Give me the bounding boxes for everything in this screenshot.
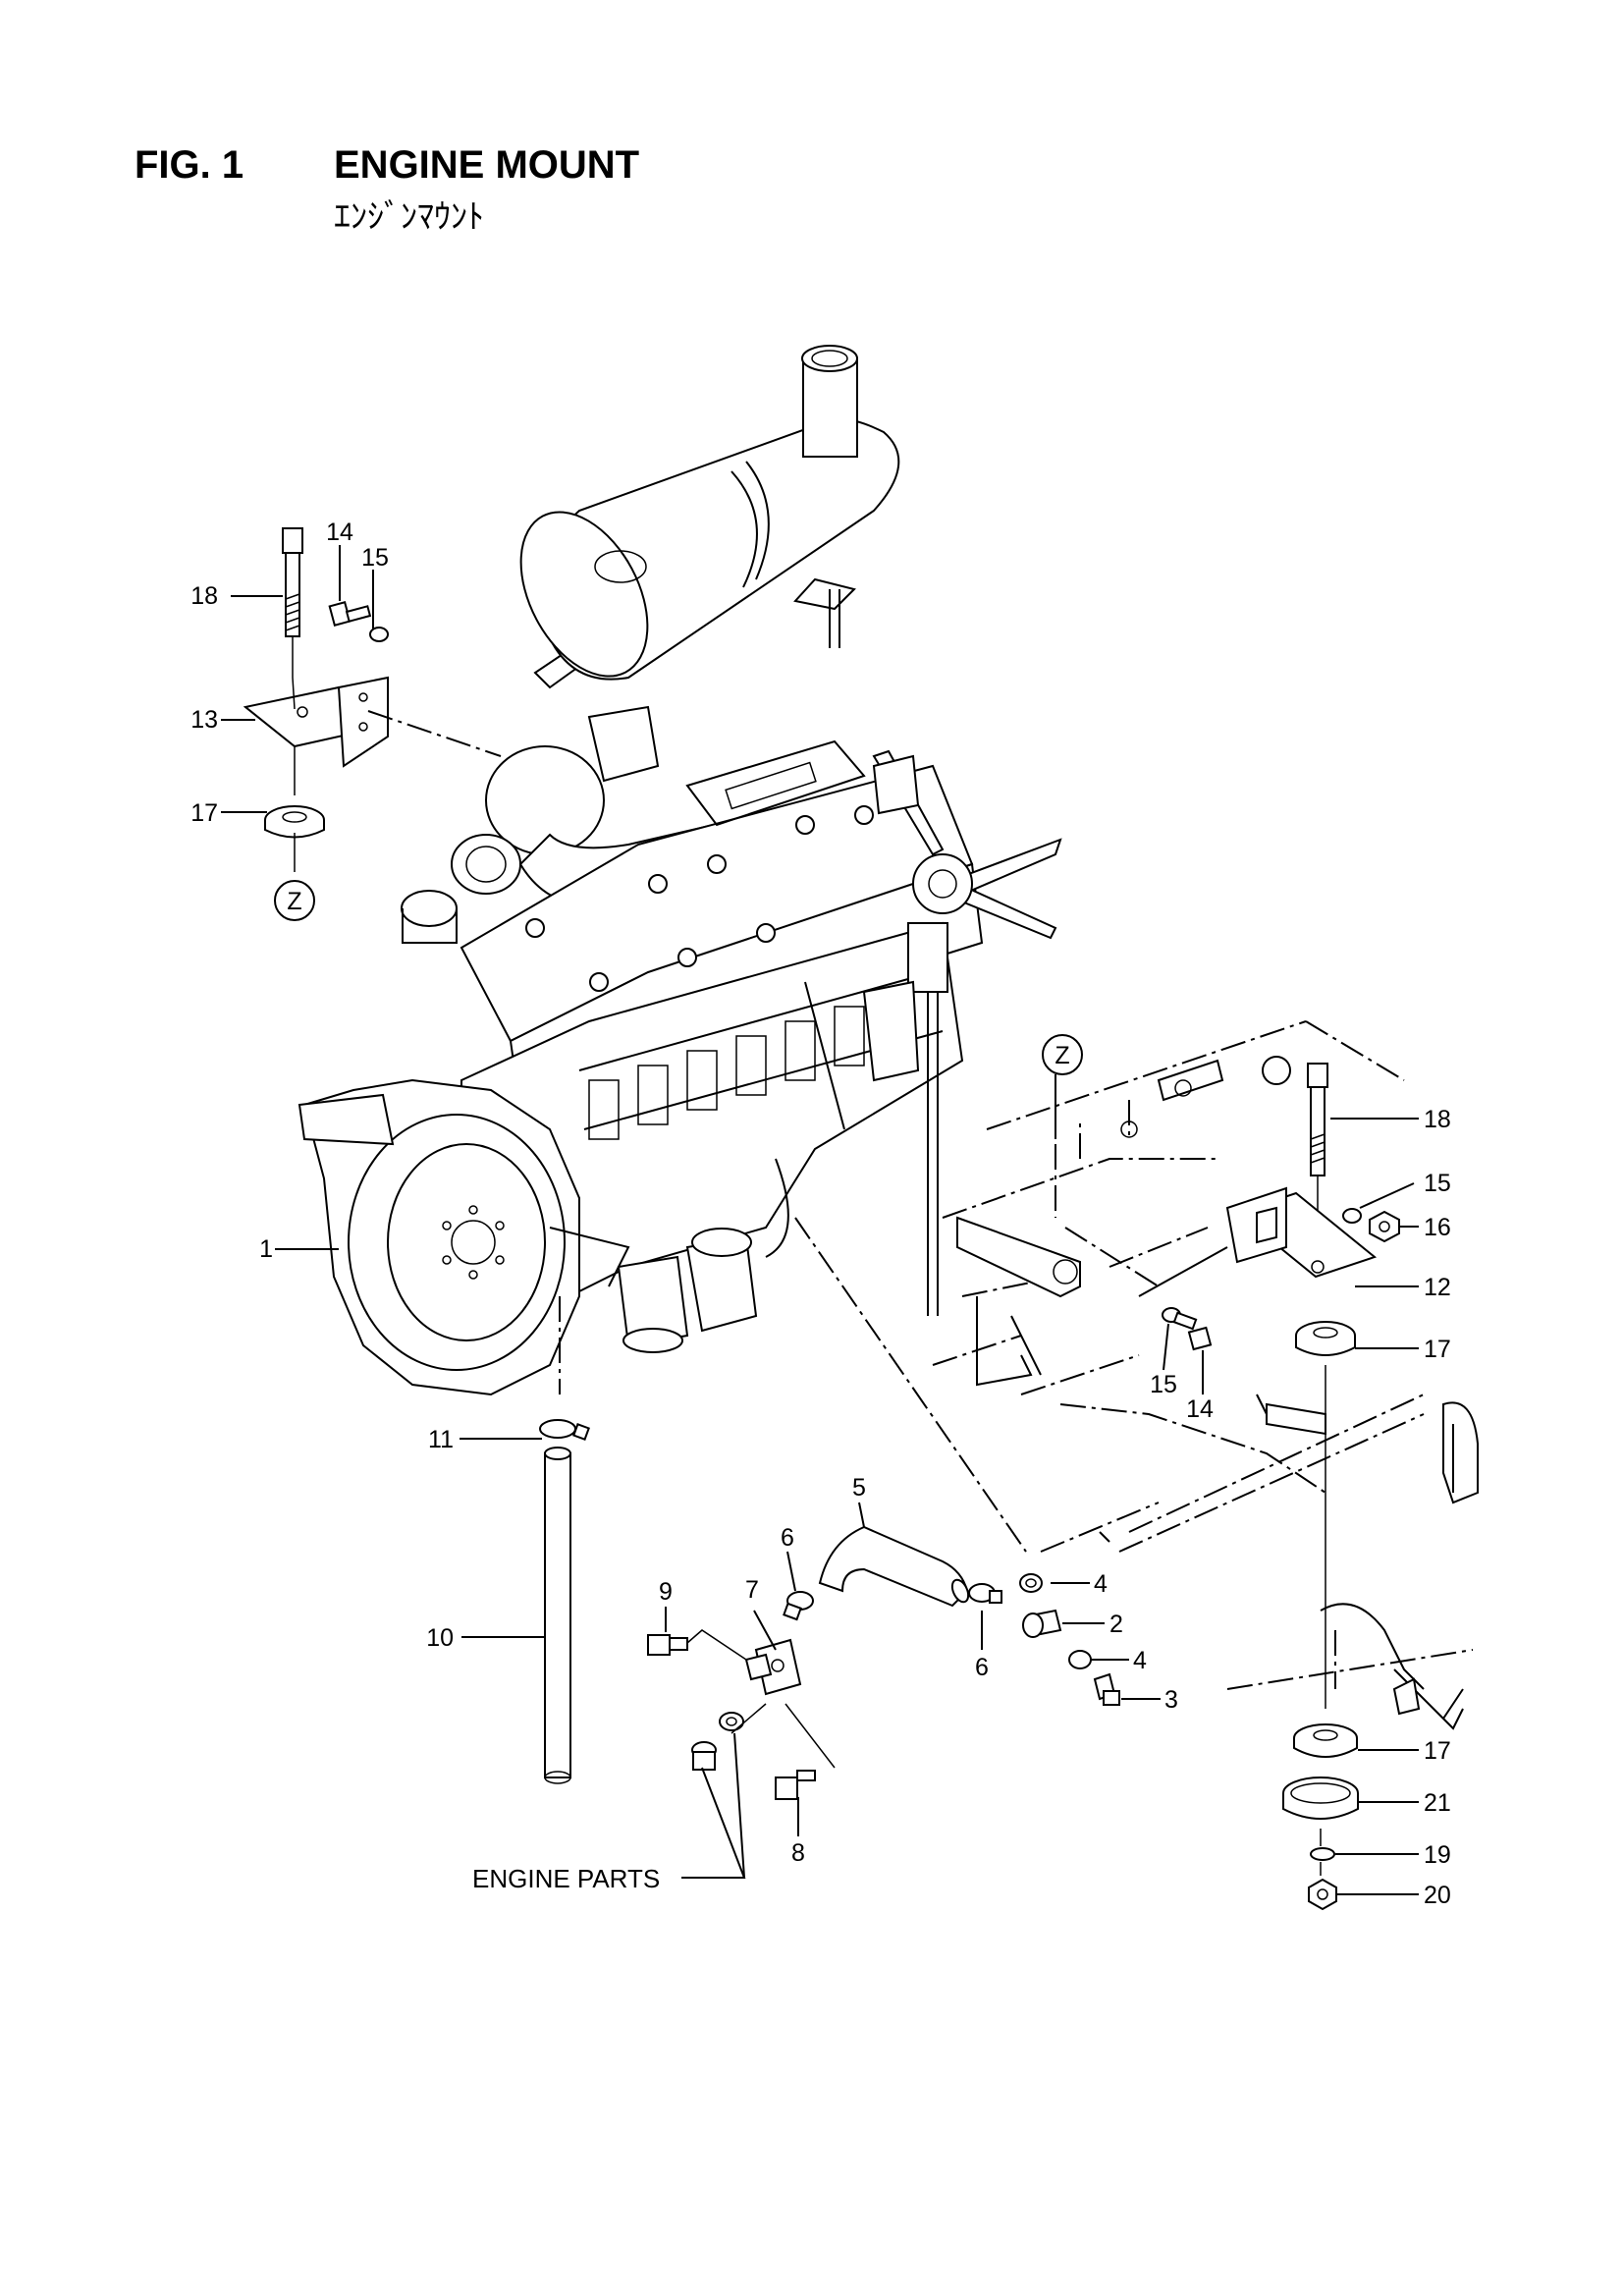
callout-leaders [221,545,1419,1895]
right-mount-assembly [1055,1063,1400,1911]
callout-14: 14 [1186,1395,1214,1423]
callout-9: 9 [659,1578,673,1606]
callout-15: 15 [1424,1170,1451,1197]
z-reference-right: Z [1042,1034,1083,1075]
callout-17: 17 [1424,1737,1451,1765]
callout-1: 1 [259,1235,273,1263]
engine-parts-label: ENGINE PARTS [472,1864,660,1893]
callout-15: 15 [361,544,389,572]
callout-20: 20 [1424,1882,1451,1909]
callout-6: 6 [975,1654,989,1681]
callout-17: 17 [190,799,218,827]
callout-18: 18 [190,582,218,610]
engine-block [298,921,964,1396]
z-ref-label: Z [287,888,301,915]
drain-hose-assembly [539,1217,1120,1800]
figure-subtitle: ｴﾝｼﾞﾝﾏｳﾝﾄ [334,198,484,236]
callout-2: 2 [1109,1611,1123,1638]
callout-4: 4 [1094,1570,1108,1598]
callout-8: 8 [791,1839,805,1867]
cooling-fan [862,749,1062,1316]
callout-15: 15 [1150,1371,1177,1398]
figure-number: FIG. 1 [135,143,244,187]
callout-12: 12 [1424,1274,1451,1301]
callout-17: 17 [1424,1336,1451,1363]
callout-11: 11 [428,1426,454,1453]
z-ref-label: Z [1055,1042,1069,1069]
callout-labels: 18 14 15 13 17 1 11 10 9 7 6 5 6 8 4 2 4… [190,519,1451,1909]
callout-6: 6 [781,1524,794,1552]
callout-19: 19 [1424,1841,1451,1869]
callout-7: 7 [745,1576,759,1604]
machine-frame [932,1020,1479,1730]
callout-16: 16 [1424,1214,1451,1241]
callout-21: 21 [1424,1789,1451,1817]
muffler [519,345,900,689]
figure-title: ENGINE MOUNT [334,143,640,187]
callout-18: 18 [1424,1106,1451,1133]
callout-4: 4 [1133,1647,1147,1674]
callout-14: 14 [326,519,353,546]
left-mount-assembly [243,527,502,872]
callout-10: 10 [426,1624,454,1652]
callout-13: 13 [190,706,218,734]
z-reference-left: Z [274,880,315,921]
callout-5: 5 [852,1474,866,1502]
callout-3: 3 [1164,1686,1178,1714]
engine-illustration [298,345,1062,1396]
